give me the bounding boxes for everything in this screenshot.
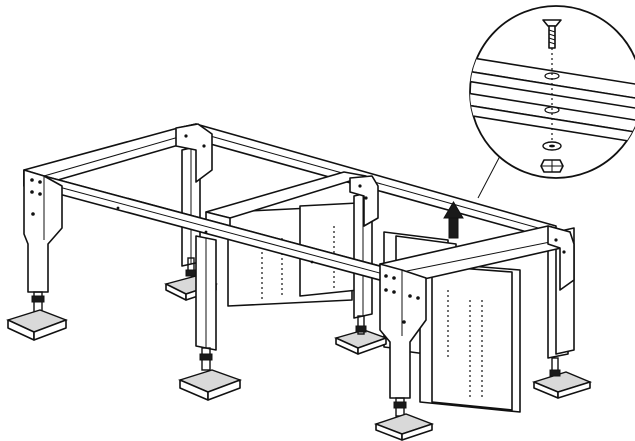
arrow-up-icon	[443, 201, 464, 239]
corner-gusset-back-left	[175, 123, 213, 183]
washer-icon	[542, 141, 562, 151]
leg-front-middle	[177, 235, 243, 401]
nut-icon	[540, 159, 564, 173]
corner-gusset-right	[547, 225, 575, 291]
bolt-icon	[542, 19, 562, 49]
leg-front-left	[6, 169, 68, 341]
corner-gusset-back-right	[349, 175, 379, 227]
detail-magnifier-icon	[469, 5, 635, 179]
mounting-holes	[30, 134, 566, 324]
detail-callout-leader	[477, 155, 501, 199]
leg-front-right	[373, 263, 435, 441]
frame-left-rail	[23, 123, 197, 187]
